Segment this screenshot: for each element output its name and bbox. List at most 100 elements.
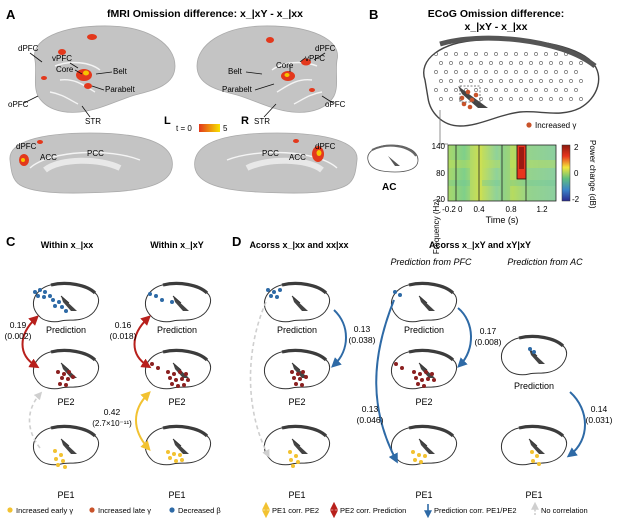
d3-row-pe1: PE1: [525, 490, 542, 500]
ecog-electrode: [509, 79, 513, 83]
scale-max: 5: [223, 124, 228, 133]
ecog-electrode: [489, 79, 493, 83]
c2-arrow-red: [133, 315, 152, 369]
hemi-left: L: [164, 115, 171, 127]
ecog-electrode: [444, 52, 448, 56]
legend-late-gamma: Increased late γ: [98, 506, 151, 515]
ecog-electrode: [494, 70, 498, 74]
ecog-electrode: [519, 61, 523, 65]
ecog-electrode: [479, 79, 483, 83]
label-dpfc-ml: dPFC: [16, 142, 37, 151]
ecog-electrode: [534, 88, 538, 92]
d2-pe2-dots: [394, 362, 436, 388]
ecog-electrode: [439, 79, 443, 83]
panel-a-title: fMRI Omission difference: x_|xY - x_|xx: [107, 8, 303, 20]
c2-pe1-dots: [166, 450, 184, 463]
brain-left-medial: [9, 132, 173, 194]
inset-pointer: [439, 110, 448, 145]
ecog-electrode: [474, 70, 478, 74]
ecog-electrode: [489, 61, 493, 65]
hemi-right: R: [241, 115, 249, 127]
ecog-electrode: [439, 97, 443, 101]
panel-b-letter: B: [369, 7, 378, 22]
c2-brain-pe2: [143, 348, 213, 391]
panel-c-col1-title: Within x_|xx: [41, 240, 93, 250]
label-core-r: Core: [276, 61, 294, 70]
d1-pe2-dots: [290, 370, 308, 387]
spec-xlabel: Time (s): [486, 215, 519, 225]
d1-arrow-blue: [331, 309, 347, 368]
spec-ytick-0: 140: [432, 142, 446, 151]
label-opfc-l: oPFC: [8, 100, 29, 109]
legend-decreased-beta: Decreased β: [178, 506, 221, 515]
c-stat1-r: 0.19: [10, 320, 27, 330]
d3-pe1-dots: [530, 450, 541, 466]
label-pcc-mr: PCC: [262, 149, 279, 158]
ecog-electrode: [559, 97, 563, 101]
panel-d-col1-title: Acorss x_|xx and xx|xx: [249, 240, 348, 250]
ecog-electrode: [469, 61, 473, 65]
panel-a-labels: dPFC vPFC Core Belt Parabelt oPFC STR Be…: [8, 44, 346, 162]
ecog-electrode: [519, 97, 523, 101]
spec-ytick-1: 80: [436, 169, 445, 178]
panel-a-pointers: [23, 52, 334, 118]
ecog-electrode: [554, 70, 558, 74]
spec-xtick-0: -0.2: [442, 205, 456, 214]
ecog-electrode: [504, 52, 508, 56]
ecog-electrode: [544, 70, 548, 74]
ac-inset: [367, 144, 419, 173]
d-stat-b-p: (0.008): [475, 337, 502, 347]
c-stat3-r: 0.42: [104, 407, 121, 417]
ecog-electrode: [544, 52, 548, 56]
c-stat2-p: (0.018): [110, 331, 137, 341]
ecog-electrode: [474, 52, 478, 56]
ecog-electrode: [484, 52, 488, 56]
spec-xtick-1: 0: [458, 205, 463, 214]
c1-row-prediction: Prediction: [46, 325, 86, 335]
ecog-electrode: [564, 70, 568, 74]
c1-pred-dots: [33, 288, 68, 313]
cbar-tick-1: 0: [574, 169, 579, 178]
ecog-electrode: [439, 61, 443, 65]
d2-pe1-dots: [411, 450, 427, 464]
legend-increased-gamma-dot: [526, 122, 532, 128]
c1-arrow-red: [21, 315, 40, 369]
ecog-brain: [423, 35, 600, 127]
c2-row-pe1: PE1: [168, 490, 185, 500]
panel-d-col2-title: Acorss x_|xY and xY|xY: [429, 240, 531, 250]
ecog-electrode: [539, 61, 543, 65]
c1-row-pe1: PE1: [57, 490, 74, 500]
d1-brain-prediction: [262, 281, 332, 324]
ecog-electrode: [549, 79, 553, 83]
panel-d-sub-ac: Prediction from AC: [507, 257, 583, 267]
d1-row-prediction: Prediction: [277, 325, 317, 335]
d3-brain-prediction: [499, 334, 569, 377]
ecog-electrode: [504, 70, 508, 74]
label-dpfc-mr: dPFC: [315, 142, 336, 151]
ecog-electrode: [539, 97, 543, 101]
ecog-electrode: [509, 97, 513, 101]
ecog-electrode: [454, 70, 458, 74]
spec-xtick-3: 0.8: [505, 205, 517, 214]
label-acc-mr: ACC: [289, 153, 306, 162]
d-stat-c-p: (0.046): [357, 415, 384, 425]
ecog-electrode: [569, 79, 573, 83]
ecog-electrode: [479, 97, 483, 101]
ecog-electrode: [494, 52, 498, 56]
d3-row-prediction: Prediction: [514, 381, 554, 391]
ecog-electrode: [529, 79, 533, 83]
cbar-tick-2: -2: [572, 195, 580, 204]
label-dpfc-r: dPFC: [315, 44, 336, 53]
ecog-electrode: [574, 88, 578, 92]
ecog-electrode: [434, 52, 438, 56]
ecog-electrode: [519, 79, 523, 83]
d-stat-d-p: (0.031): [586, 415, 613, 425]
panel-c-letter: C: [6, 234, 16, 249]
panel-a-letter: A: [6, 7, 16, 22]
ecog-electrode: [549, 97, 553, 101]
c1-brain-prediction: [31, 281, 101, 324]
ecog-electrode: [454, 52, 458, 56]
legend-pred-pe: Prediction corr. PE1/PE2: [434, 506, 517, 515]
d3-brain-pe1: [499, 424, 569, 467]
ecog-electrode: [454, 88, 458, 92]
